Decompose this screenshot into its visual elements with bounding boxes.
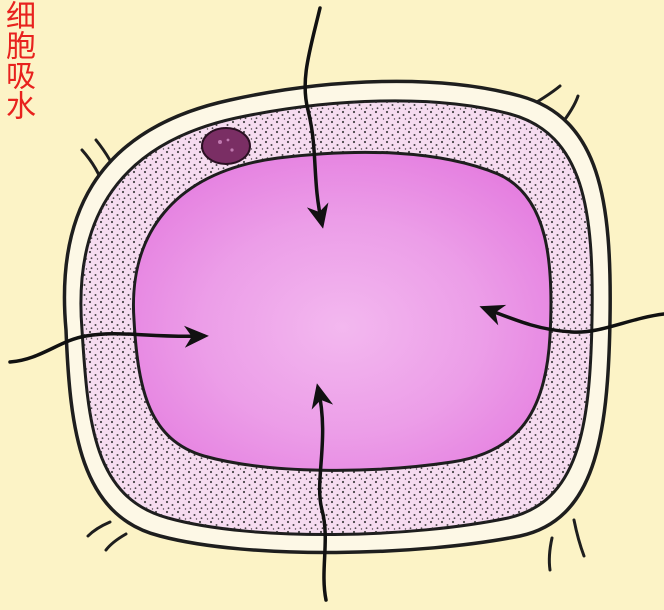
nucleus xyxy=(202,128,250,164)
